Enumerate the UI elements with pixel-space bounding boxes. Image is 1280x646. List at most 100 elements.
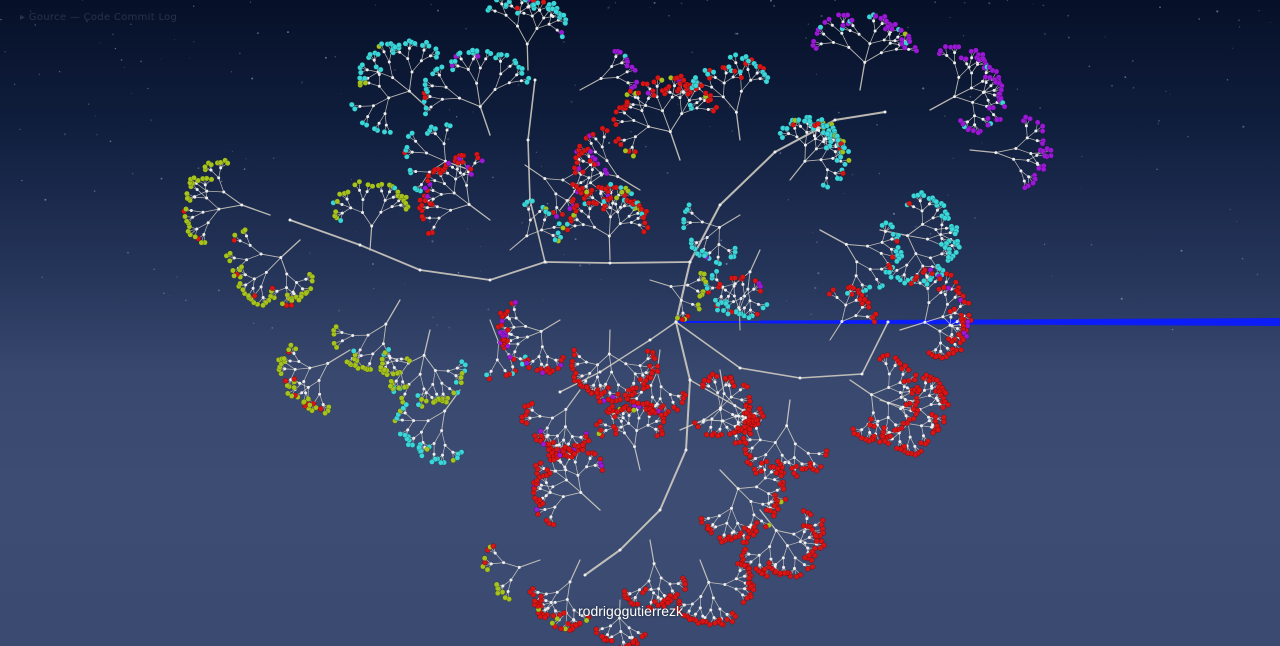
- tree-branch: [688, 98, 701, 101]
- star: [457, 271, 460, 274]
- directory-node: [644, 371, 648, 375]
- file-node: [777, 130, 784, 137]
- directory-node: [455, 366, 459, 370]
- tree-branch: [738, 298, 742, 308]
- directory-node: [736, 487, 740, 491]
- tree-branch: [502, 579, 512, 587]
- file-node: [993, 116, 1000, 123]
- directory-node: [973, 114, 977, 118]
- tree-branch: [942, 303, 948, 318]
- directory-node: [219, 166, 223, 170]
- star: [506, 65, 509, 68]
- directory-node: [598, 370, 602, 374]
- directory-node: [854, 274, 858, 278]
- directory-node: [741, 414, 745, 418]
- tree-branch: [551, 408, 567, 419]
- tree-branch: [432, 370, 436, 385]
- directory-node: [1019, 169, 1023, 173]
- tree-branch: [648, 563, 655, 582]
- directory-node: [898, 440, 902, 444]
- directory-node: [890, 237, 894, 241]
- directory-node: [630, 145, 634, 149]
- file-node: [728, 254, 734, 260]
- directory-node: [717, 242, 721, 246]
- tree-branch: [425, 384, 434, 394]
- star: [63, 133, 66, 136]
- file-node: [692, 74, 699, 81]
- tree-branch: [954, 96, 974, 103]
- directory-node: [627, 421, 631, 425]
- tree-branch: [389, 357, 402, 360]
- file-node: [894, 238, 900, 245]
- directory-node: [896, 35, 900, 39]
- directory-node: [923, 320, 927, 324]
- tree-branch: [924, 321, 941, 332]
- directory-node: [611, 201, 615, 205]
- tree-branch: [432, 193, 442, 200]
- file-node: [593, 200, 600, 207]
- directory-node: [545, 434, 549, 438]
- tree-branch: [858, 33, 871, 45]
- directory-node: [819, 42, 823, 46]
- file-node: [674, 315, 681, 321]
- file-node: [680, 77, 687, 84]
- tree-branch: [241, 204, 271, 216]
- tree-branch: [1015, 148, 1032, 154]
- file-node: [559, 33, 566, 40]
- file-node: [185, 228, 191, 235]
- tree-branch: [717, 392, 721, 409]
- directory-node: [984, 80, 988, 84]
- directory-node: [443, 443, 447, 447]
- directory-node: [516, 336, 520, 340]
- tree-branch: [372, 343, 384, 355]
- tree-branch: [600, 76, 619, 79]
- directory-node: [631, 103, 635, 107]
- tree-branch: [507, 579, 512, 592]
- tree-branch: [787, 545, 796, 559]
- file-node: [586, 200, 592, 206]
- directory-node: [539, 483, 543, 487]
- directory-node: [489, 562, 493, 566]
- tree-branch: [656, 96, 663, 112]
- directory-node: [902, 273, 906, 277]
- star: [185, 299, 187, 302]
- tree-branch: [921, 203, 930, 212]
- tree-branch: [546, 591, 558, 595]
- directory-node: [448, 387, 452, 391]
- file-node: [525, 0, 530, 1]
- directory-node: [879, 251, 883, 255]
- star: [1171, 328, 1174, 331]
- tree-branch: [670, 284, 688, 287]
- file-node: [884, 23, 891, 30]
- star: [922, 87, 925, 90]
- file-node: [879, 222, 886, 229]
- directory-node: [711, 523, 715, 527]
- tree-branch: [712, 515, 720, 525]
- tree-branch: [341, 204, 352, 209]
- tree-branch: [206, 190, 225, 193]
- tree-branch: [900, 386, 905, 398]
- file-node: [872, 13, 879, 19]
- file-node: [540, 0, 547, 5]
- directory-node: [300, 391, 304, 395]
- file-node: [913, 47, 920, 54]
- directory-node: [358, 104, 362, 108]
- tree-branch: [633, 120, 649, 127]
- tree-branch: [710, 597, 714, 611]
- directory-node: [940, 236, 944, 240]
- directory-node: [721, 419, 725, 423]
- directory-node: [580, 209, 584, 213]
- file-node: [942, 215, 948, 221]
- directory-node: [598, 383, 602, 387]
- file-node: [412, 185, 418, 192]
- directory-node: [583, 573, 587, 577]
- directory-node: [715, 278, 719, 282]
- directory-node: [573, 460, 577, 464]
- tree-branch: [619, 215, 630, 224]
- directory-node: [195, 227, 199, 231]
- file-node: [942, 43, 949, 50]
- directory-node: [595, 363, 599, 367]
- directory-node: [358, 348, 362, 352]
- directory-node: [813, 523, 817, 527]
- directory-node: [731, 75, 735, 79]
